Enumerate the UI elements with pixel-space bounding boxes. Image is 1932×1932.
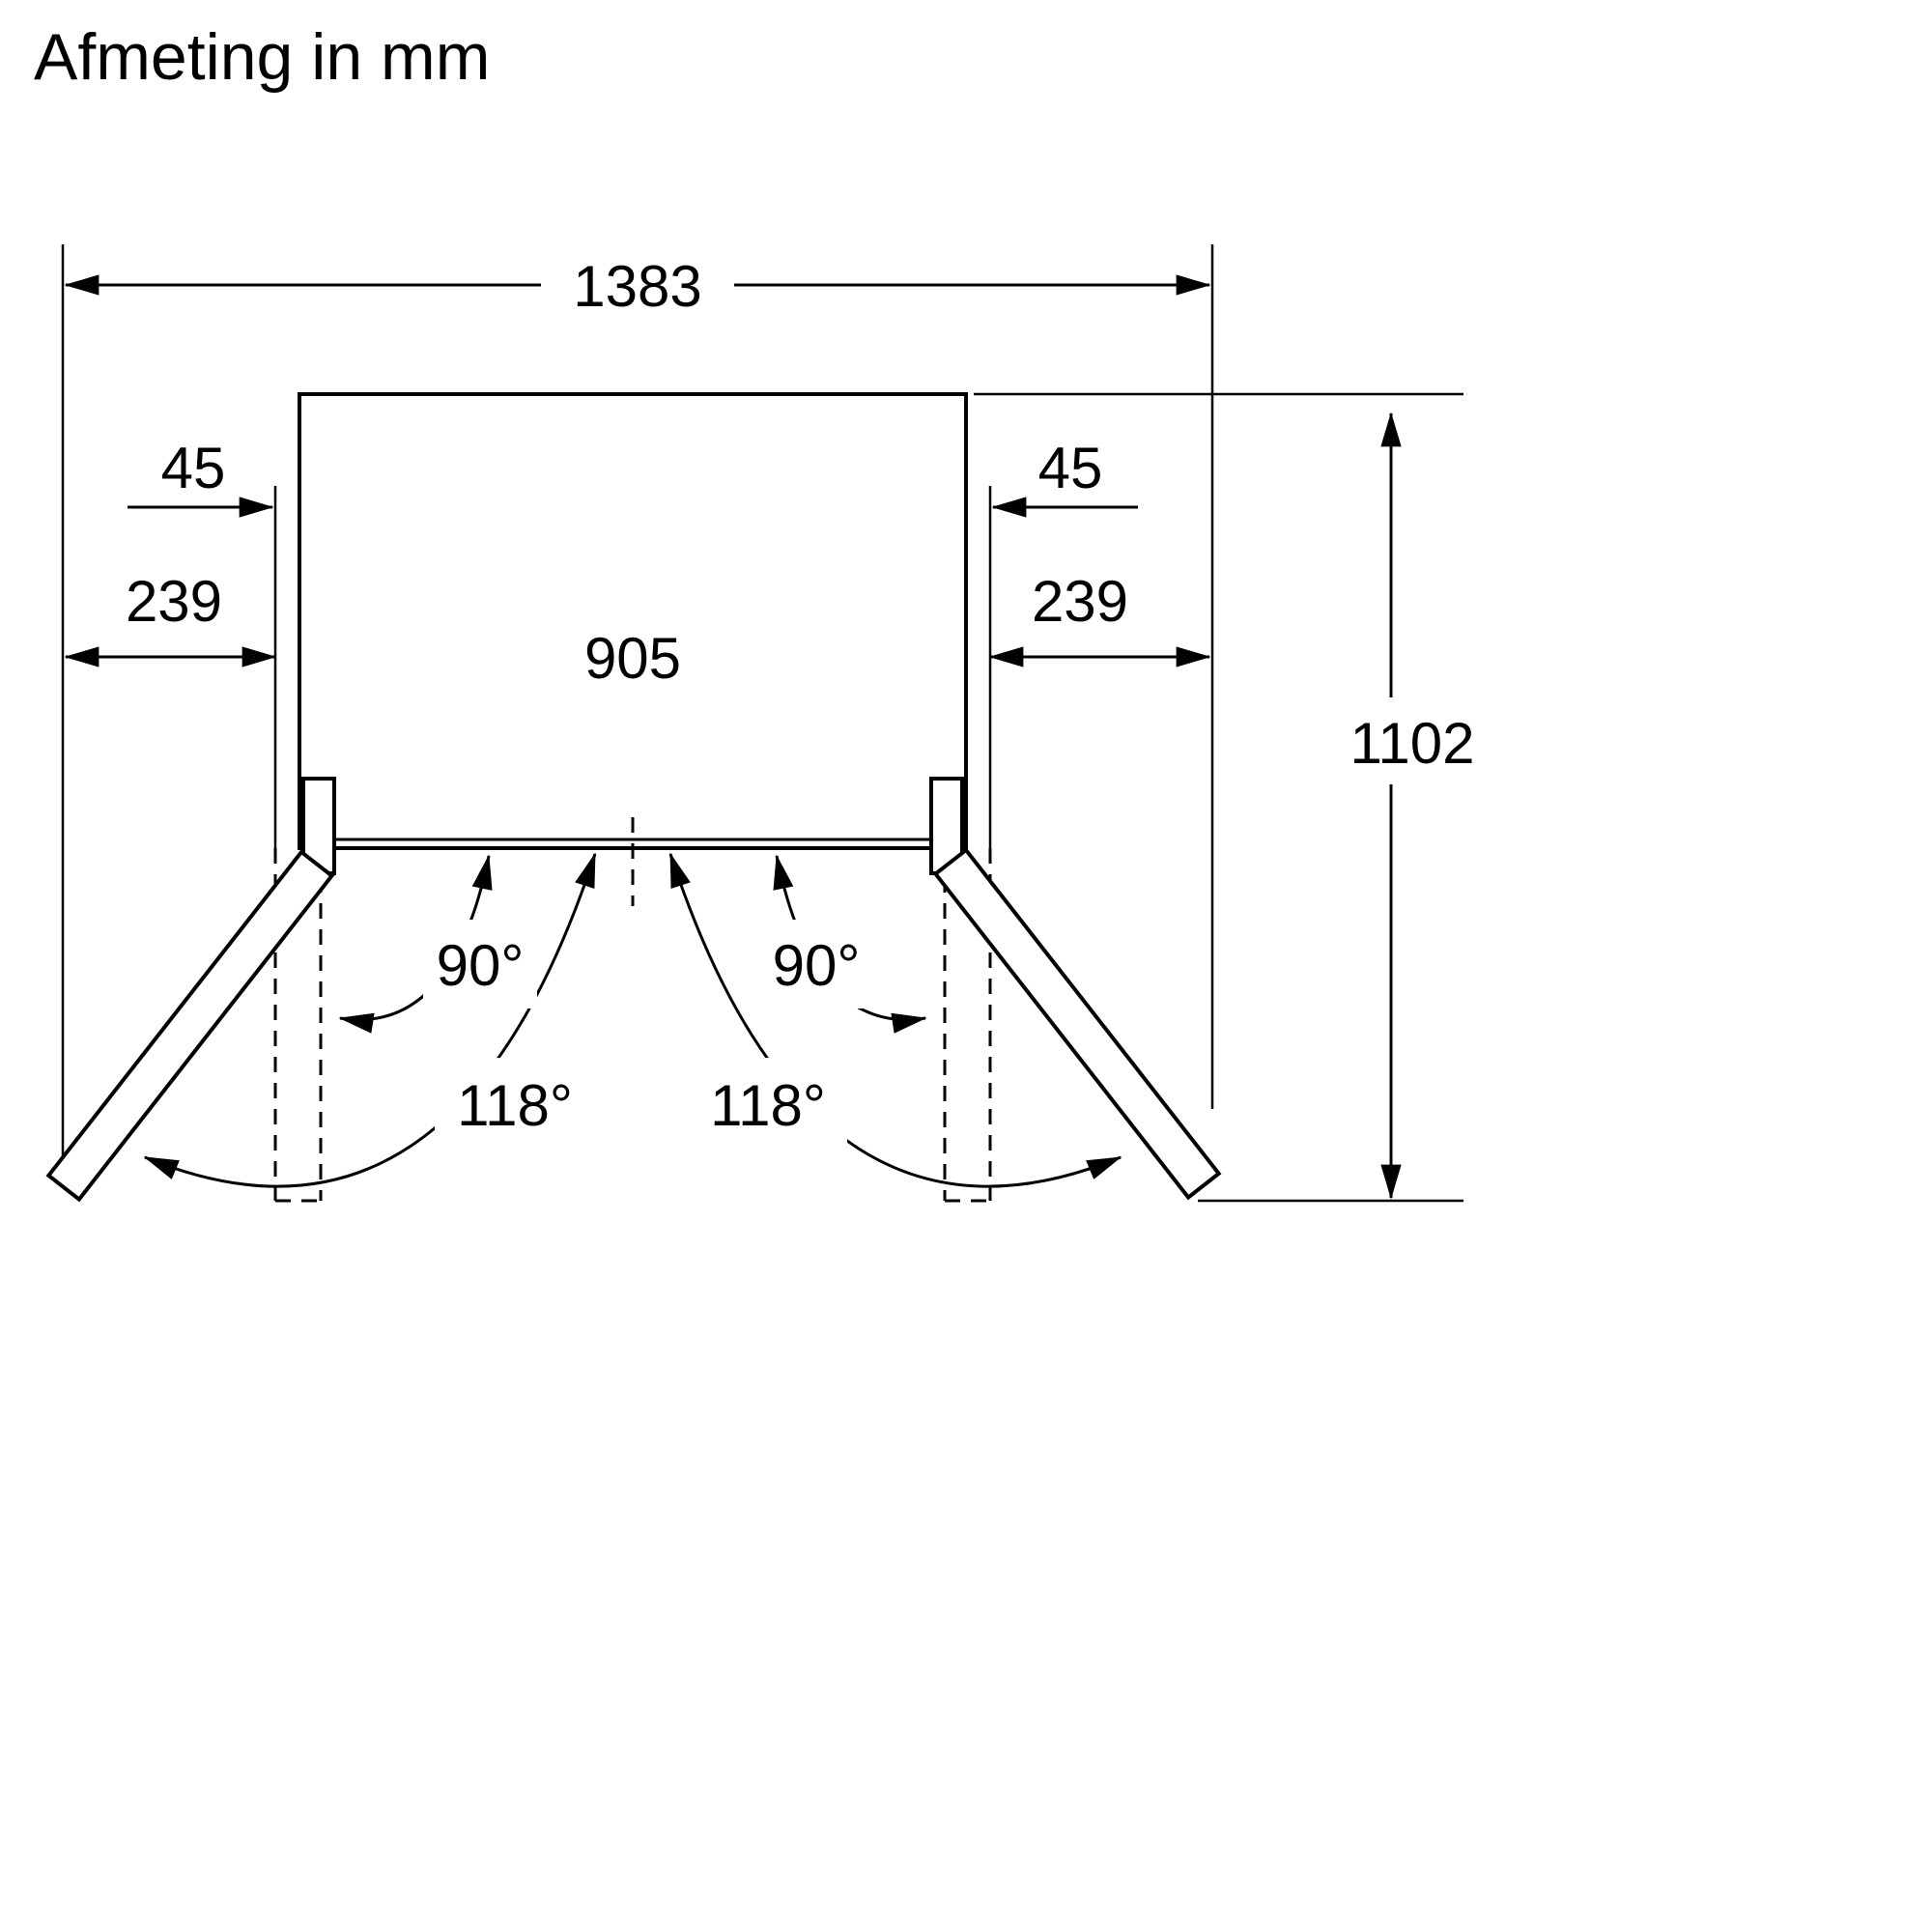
left-door-open bbox=[45, 849, 335, 1203]
angle-right-90: 90° bbox=[773, 933, 861, 998]
dim-inner-width: 905 bbox=[584, 626, 681, 691]
dim-total-depth: 1102 bbox=[1350, 711, 1474, 776]
overall-width-label-bg bbox=[541, 243, 734, 327]
total-depth-label-bg bbox=[1325, 697, 1499, 784]
dim-right-door-offset: 45 bbox=[1038, 436, 1103, 500]
right-door-open bbox=[932, 847, 1222, 1201]
left-118deg-arc bbox=[143, 852, 597, 1188]
inner-width-label-bg bbox=[553, 616, 713, 697]
right-90-label-bg bbox=[759, 920, 873, 1009]
door-90deg-dashed-positions bbox=[273, 817, 992, 1203]
dim-left-clearance: 239 bbox=[126, 569, 222, 634]
label-backgrounds bbox=[423, 243, 1499, 1154]
left-90-label-bg bbox=[423, 920, 537, 1009]
dim-right-clearance: 239 bbox=[1032, 569, 1128, 634]
left-118-label-bg bbox=[435, 1058, 594, 1154]
page-title: Afmeting in mm bbox=[34, 20, 490, 94]
right-door-panel bbox=[932, 847, 1222, 1201]
angle-right-118: 118° bbox=[710, 1073, 826, 1138]
angle-left-90: 90° bbox=[437, 933, 525, 998]
dim-left-door-offset: 45 bbox=[161, 436, 226, 500]
left-door-panel bbox=[45, 849, 335, 1203]
angle-left-118: 118° bbox=[457, 1073, 573, 1138]
right-118-label-bg bbox=[688, 1058, 847, 1154]
right-118deg-arc bbox=[668, 852, 1122, 1188]
dim-overall-width: 1383 bbox=[573, 254, 701, 319]
